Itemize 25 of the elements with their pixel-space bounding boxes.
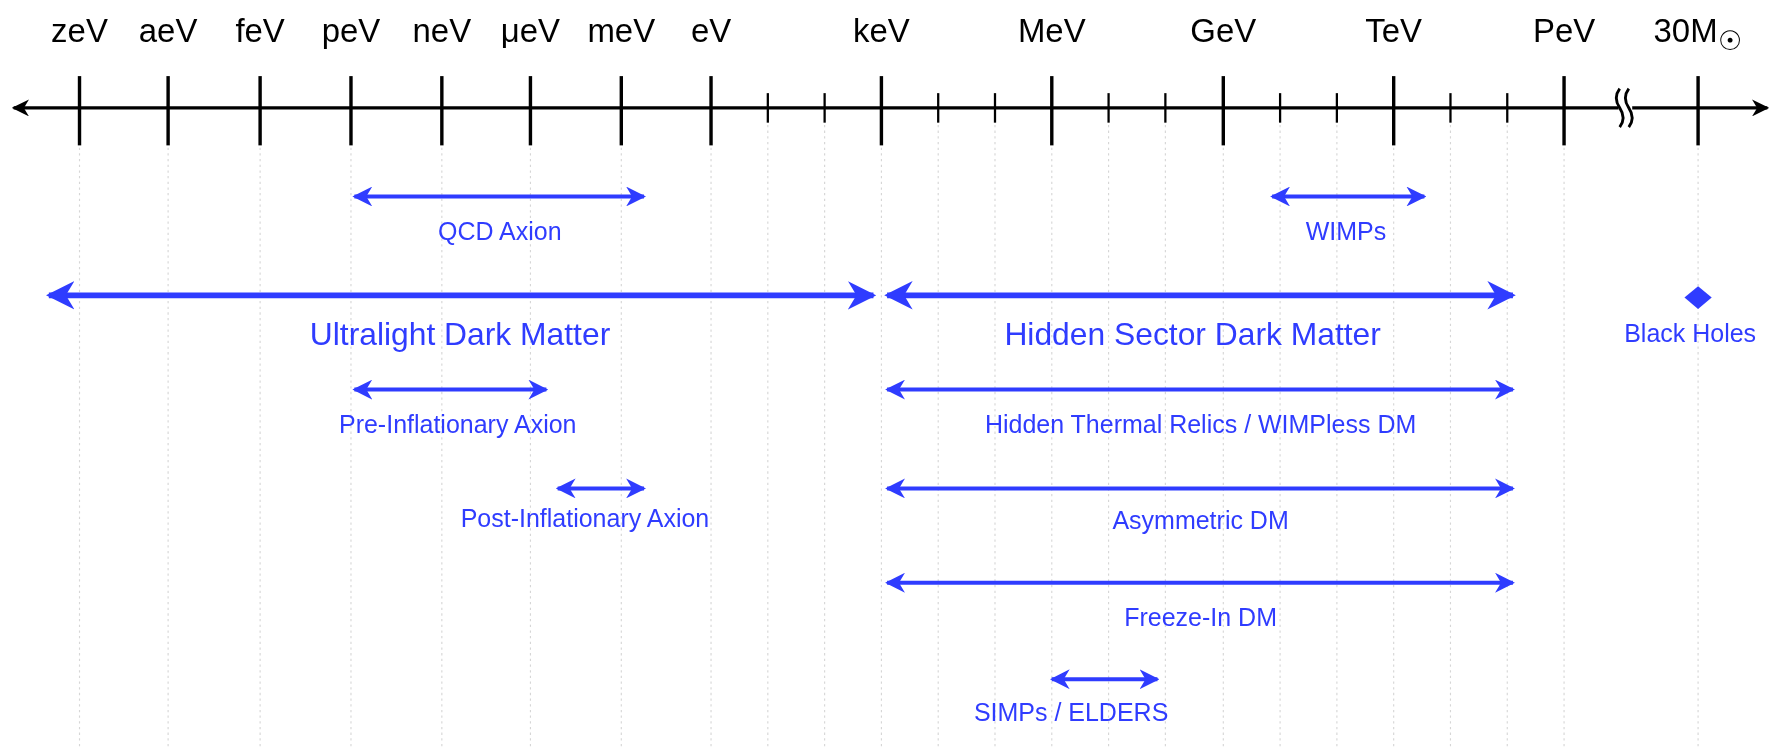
range-label: SIMPs / ELDERS — [973, 699, 1169, 728]
axis-tick-label: eV — [690, 13, 732, 50]
axis-tick-label: feV — [235, 13, 285, 50]
range-label: QCD Axion — [437, 218, 562, 246]
range-label: Black Holes — [1624, 320, 1757, 348]
axis-tick-label: peV — [321, 13, 381, 50]
axis-tick-label: TeV — [1365, 13, 1423, 50]
axis-tick-label: MeV — [1017, 13, 1086, 50]
axis-tick-label: GeV — [1190, 13, 1257, 50]
range-label: Hidden Sector Dark Matter — [1004, 318, 1381, 353]
range-label: Post-Inflationary Axion — [460, 505, 710, 533]
range-label: Ultralight Dark Matter — [309, 318, 611, 353]
axis-tick-label: 30M$_{☉}$ — [1653, 13, 1743, 57]
axis-tick-label: keV — [853, 13, 910, 50]
axis-tick-label: meV — [587, 13, 656, 50]
range-label: Pre-Inflationary Axion — [339, 411, 577, 439]
range-label: Hidden Thermal Relics / WIMPless DM — [984, 411, 1417, 439]
axis-tick-label: aeV — [138, 13, 198, 50]
range-label: Freeze-In DM — [1124, 604, 1277, 632]
axis-tick-label: zeV — [51, 13, 108, 50]
axis-tick-label: PeV — [1532, 13, 1596, 50]
range-label: Asymmetric DM — [1112, 507, 1289, 536]
range-label: WIMPs — [1305, 218, 1387, 246]
axis-tick-label: μeV — [500, 13, 561, 50]
axis-tick-label: neV — [412, 13, 472, 50]
